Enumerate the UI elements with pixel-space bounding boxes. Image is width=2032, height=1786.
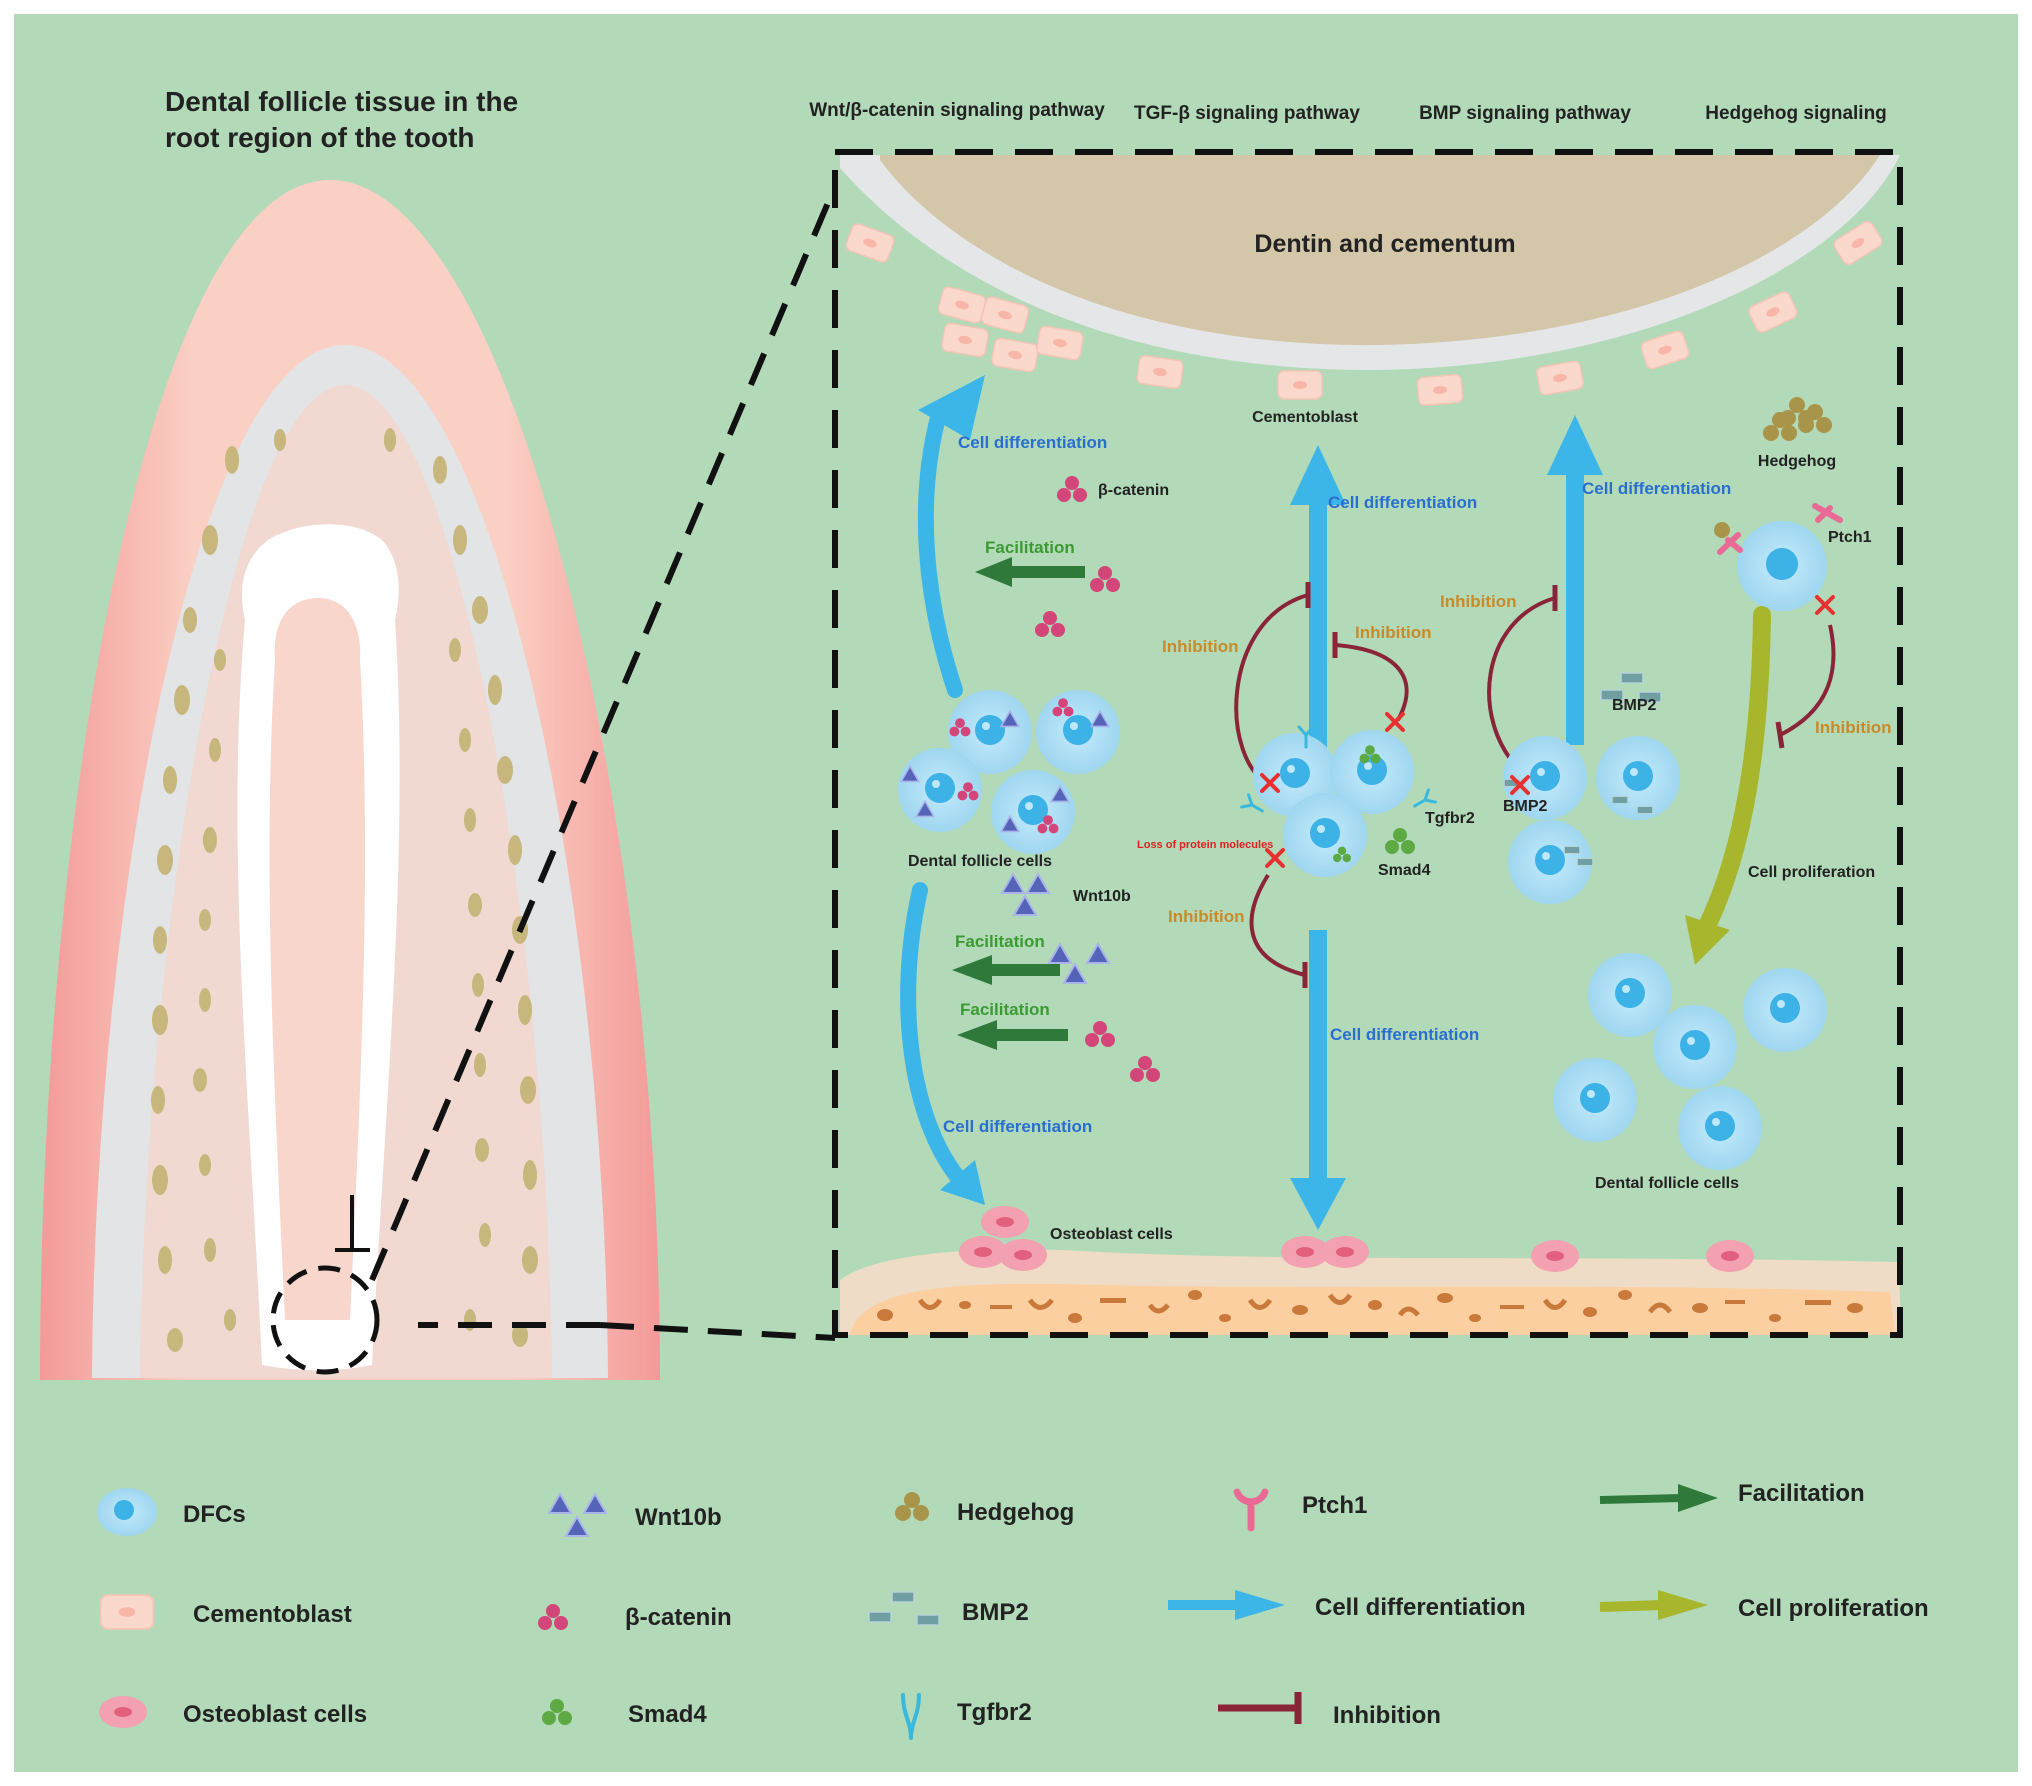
legend-osteoblast: Osteoblast cells (99, 1696, 367, 1728)
inhibition-label-tgf-1: Inhibition (1162, 637, 1238, 656)
tgfbr2-label: Tgfbr2 (1425, 810, 1475, 827)
bmp-differentiation-label: Cell differentiation (1582, 479, 1731, 498)
zoom-circle (270, 1265, 380, 1375)
figure-title-line-1: Dental follicle tissue in the (165, 86, 518, 117)
legend-inhibition: Inhibition (1218, 1692, 1441, 1729)
tgf-differentiation-label-bottom: Cell differentiation (1330, 1025, 1479, 1044)
legend-tgfbr2: Tgfbr2 (901, 1693, 1032, 1740)
legend-cell-differentiation: Cell differentiation (1168, 1590, 1526, 1621)
zoom-line-top (369, 196, 833, 1282)
figure-title-line-2: root region of the tooth (165, 122, 475, 153)
legend-facilitation: Facilitation (1599, 1480, 1865, 1512)
svg-text:Facilitation: Facilitation (1738, 1480, 1865, 1507)
wnt10b-label: Wnt10b (1073, 888, 1131, 905)
loss-of-protein-label: Loss of protein molecules (1137, 839, 1273, 851)
smad4-label: Smad4 (1378, 862, 1431, 879)
inhibition-label-tgf-3: Inhibition (1168, 907, 1244, 926)
inhibition-label-tgf-2: Inhibition (1355, 623, 1431, 642)
svg-text:Cell differentiation: Cell differentiation (1315, 1594, 1526, 1621)
svg-text:Ptch1: Ptch1 (1302, 1492, 1367, 1519)
beta-catenin-label: β-catenin (1098, 482, 1169, 499)
legend-cell-proliferation: Cell proliferation (1599, 1590, 1929, 1622)
legend-hedgehog: Hedgehog (895, 1492, 1074, 1526)
tgf-differentiation-label-top: Cell differentiation (1328, 493, 1477, 512)
pathway-wnt: Wnt/β-catenin signaling pathway (809, 100, 1105, 121)
wnt-differentiation-label-top: Cell differentiation (958, 433, 1107, 452)
bmp2-label-cell: BMP2 (1503, 798, 1548, 815)
svg-text:Inhibition: Inhibition (1333, 1702, 1441, 1729)
inhibition-label-bmp: Inhibition (1440, 592, 1516, 611)
svg-text:Smad4: Smad4 (628, 1701, 707, 1728)
legend-bmp2: BMP2 (868, 1591, 1029, 1626)
legend-dfcs: DFCs (97, 1488, 246, 1536)
svg-text:Cementoblast: Cementoblast (193, 1601, 352, 1628)
svg-text:Tgfbr2: Tgfbr2 (957, 1699, 1032, 1726)
facilitation-label-3: Facilitation (960, 1000, 1050, 1019)
cementoblast-label: Cementoblast (1252, 409, 1358, 426)
dentin-layer (880, 155, 1880, 346)
inhibition-label-hh: Inhibition (1815, 718, 1891, 737)
cell-proliferation-label: Cell proliferation (1748, 864, 1875, 881)
pathway-tgf: TGF-β signaling pathway (1134, 103, 1360, 124)
legend-beta-catenin: β-catenin (538, 1604, 732, 1631)
svg-text:Osteoblast cells: Osteoblast cells (183, 1701, 367, 1728)
legend-wnt10b: Wnt10b (548, 1493, 722, 1537)
dentin-label: Dentin and cementum (1254, 230, 1515, 258)
pathway-hedgehog: Hedgehog signaling (1705, 103, 1887, 124)
svg-text:β-catenin: β-catenin (625, 1604, 732, 1631)
dentin-tubules (151, 428, 538, 1352)
svg-text:BMP2: BMP2 (962, 1599, 1029, 1626)
osteoblast-label: Osteoblast cells (1050, 1226, 1173, 1243)
tooth-illustration (40, 180, 660, 1380)
svg-text:DFCs: DFCs (183, 1501, 246, 1528)
dfc-label-hh: Dental follicle cells (1595, 1175, 1739, 1192)
hedgehog-target-cell (1714, 503, 1843, 615)
svg-text:Cell proliferation: Cell proliferation (1738, 1595, 1929, 1622)
ptch1-label: Ptch1 (1828, 529, 1872, 546)
hedgehog-label: Hedgehog (1758, 453, 1836, 470)
zoom-frame (832, 149, 1903, 1338)
zoom-panel: Dentin and cementum Cementoblast (832, 149, 1903, 1338)
legend-ptch1: Ptch1 (1233, 1488, 1367, 1532)
bone-fragments (877, 1290, 1863, 1323)
svg-text:Hedgehog: Hedgehog (957, 1499, 1074, 1526)
wnt-differentiation-label-bottom: Cell differentiation (943, 1117, 1092, 1136)
svg-text:Wnt10b: Wnt10b (635, 1504, 722, 1531)
bmp2-label-free: BMP2 (1612, 697, 1657, 714)
pathway-bmp: BMP signaling pathway (1419, 103, 1631, 124)
facilitation-label-2: Facilitation (955, 932, 1045, 951)
legend: DFCs Cementoblast Osteoblast cells Wnt10… (97, 1480, 1929, 1740)
legend-smad4: Smad4 (542, 1699, 707, 1728)
facilitation-label-1: Facilitation (985, 538, 1075, 557)
pulp-canal (269, 598, 366, 1320)
legend-cementoblast: Cementoblast (99, 1594, 352, 1630)
dfc-label-wnt: Dental follicle cells (908, 853, 1052, 870)
